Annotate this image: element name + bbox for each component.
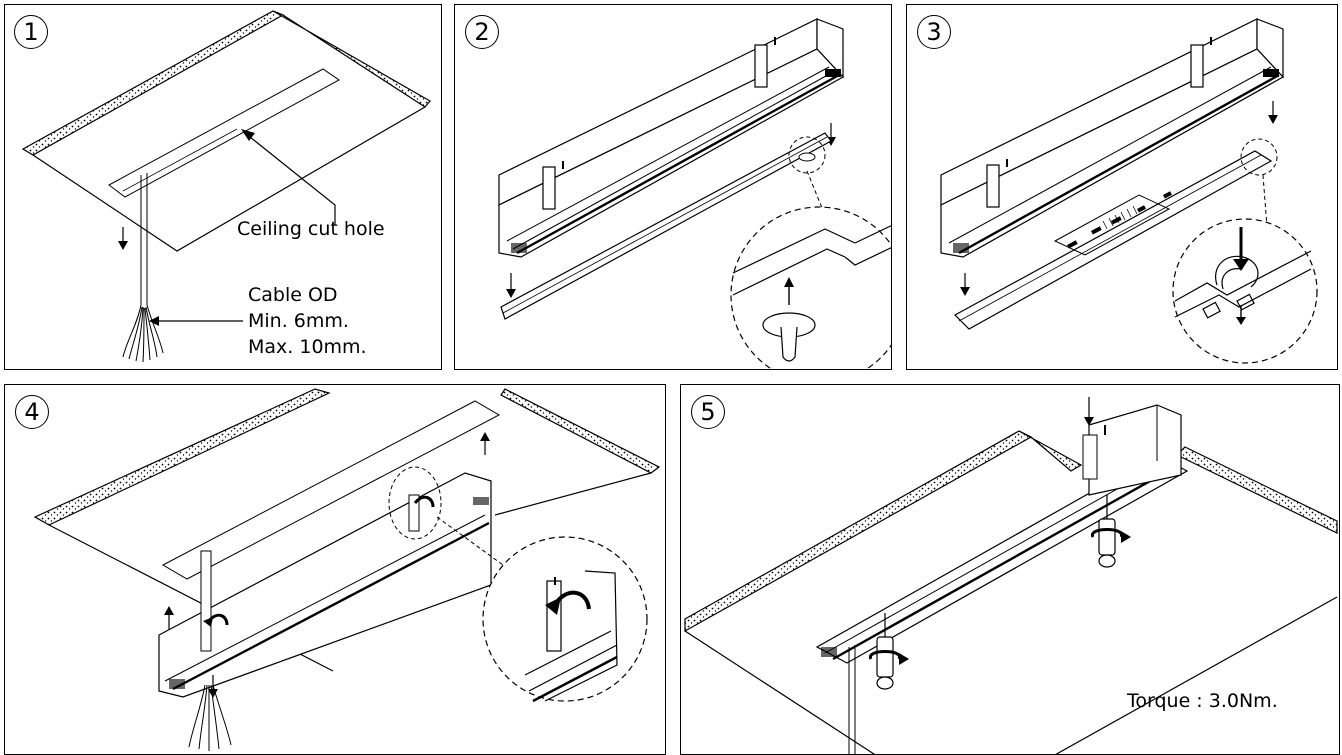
- step-1-number: 1: [14, 15, 48, 49]
- cable-od-label: Cable OD: [248, 284, 338, 306]
- torque-label: Torque : 3.0Nm.: [1127, 690, 1278, 712]
- step-3-illustration: [940, 18, 1318, 364]
- step-1-panel: 1: [4, 4, 442, 370]
- step-5-illustration: [684, 397, 1338, 754]
- step-5-number: 5: [691, 395, 725, 429]
- step-2-panel: 2: [454, 4, 892, 370]
- step-4-number: 4: [15, 395, 49, 429]
- step-4-panel: 4: [4, 384, 666, 755]
- step-3-number: 3: [917, 15, 951, 49]
- step-2-illustration: [498, 18, 891, 369]
- cable-max-label: Max. 10mm.: [248, 336, 367, 358]
- step-4-illustration: [33, 388, 661, 751]
- step-1-illustration: [21, 10, 431, 363]
- step-5-panel: 5: [680, 384, 1340, 755]
- step-2-number: 2: [465, 15, 499, 49]
- ceiling-cut-hole-label: Ceiling cut hole: [237, 218, 385, 240]
- cable-min-label: Min. 6mm.: [248, 310, 349, 332]
- step-3-panel: 3: [906, 4, 1338, 370]
